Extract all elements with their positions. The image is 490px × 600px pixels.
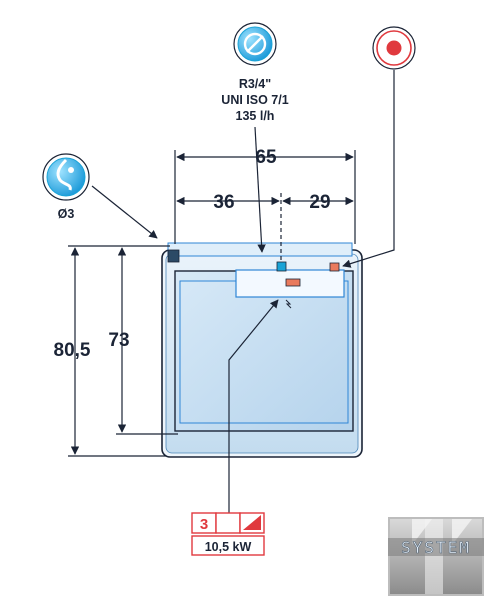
no-entry-circle-icon bbox=[233, 22, 277, 66]
dimension-width-total: 65 bbox=[255, 147, 277, 168]
connection-box bbox=[235, 261, 345, 309]
power-phases: 3 bbox=[200, 516, 208, 533]
electrical-leader bbox=[342, 70, 395, 268]
water-inlet-standard: UNI ISO 7/1 bbox=[221, 93, 288, 107]
power-terminal bbox=[285, 278, 301, 287]
drain-leader bbox=[91, 185, 158, 239]
electrical-terminal bbox=[329, 262, 340, 272]
appliance-body bbox=[161, 249, 363, 458]
dimension-width-left: 36 bbox=[213, 192, 234, 213]
power-leader bbox=[228, 299, 279, 513]
water-inlet-thread: R3/4" bbox=[239, 77, 271, 91]
water-inlet-flow: 135 l/h bbox=[236, 109, 275, 123]
dimension-lines bbox=[68, 150, 356, 457]
dimension-width-right: 29 bbox=[309, 192, 330, 213]
red-dot-circle-icon bbox=[372, 26, 416, 70]
system-logo: SYSTEM bbox=[388, 517, 484, 596]
dimension-height-total: 80,5 bbox=[54, 340, 91, 361]
power-rating: 10,5 kW bbox=[205, 540, 252, 554]
water-inlet-connector bbox=[276, 261, 287, 272]
power-triangle-icon bbox=[243, 515, 261, 530]
drain-diameter: Ø3 bbox=[58, 207, 75, 221]
dimension-height-inner: 73 bbox=[108, 330, 129, 351]
drain-drop-icon bbox=[42, 153, 90, 201]
water-inlet-leader bbox=[254, 126, 266, 253]
power-rating-box bbox=[191, 512, 265, 556]
logo-text: SYSTEM bbox=[401, 538, 471, 557]
